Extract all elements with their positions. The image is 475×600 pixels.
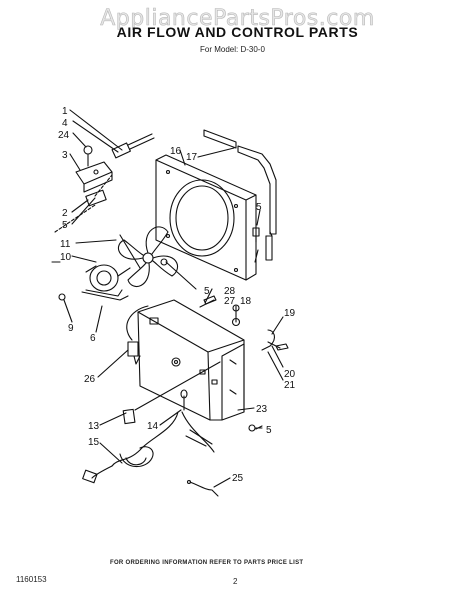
lower-electrical-parts <box>82 389 215 484</box>
fan-shroud-panel <box>155 154 257 281</box>
callout-9: 9 <box>68 323 74 334</box>
callout-13: 13 <box>88 421 100 432</box>
document-number: 1160153 <box>16 575 47 584</box>
callout-20: 20 <box>284 369 296 380</box>
callout-4: 4 <box>62 118 68 129</box>
page-title: AIR FLOW AND CONTROL PARTS <box>116 24 359 40</box>
callout-23: 23 <box>256 404 268 415</box>
main-bracket <box>137 299 245 421</box>
model-subtitle: For Model: D-30-0 <box>200 45 265 54</box>
callout-6: 6 <box>90 333 96 344</box>
callout-19: 19 <box>284 308 296 319</box>
callout-26: 26 <box>84 374 96 385</box>
control-bracket <box>75 161 113 207</box>
callout-1: 1 <box>62 106 68 117</box>
callout-16: 16 <box>170 146 182 157</box>
callout-5-fan: 5 <box>204 286 210 297</box>
shaft-coupling-assembly <box>83 133 155 167</box>
callout-15: 15 <box>88 437 100 448</box>
fan-blade <box>118 226 178 288</box>
page-number: 2 <box>233 577 238 586</box>
callout-10: 10 <box>60 252 72 263</box>
watermark: AppliancePartsPros.com <box>100 6 375 32</box>
callout-5-shroud: 5 <box>256 202 262 213</box>
screws-right <box>160 227 260 327</box>
callout-25: 25 <box>232 473 244 484</box>
seal-strips <box>203 129 277 261</box>
bracket-hardware <box>203 295 289 351</box>
callout-21: 21 <box>284 380 296 391</box>
fan-motor <box>51 261 131 301</box>
callout-2: 2 <box>62 208 68 219</box>
lower-hardware <box>186 424 263 497</box>
wire-harness <box>126 305 149 365</box>
callout-27: 27 <box>224 296 236 307</box>
callout-14: 14 <box>147 421 159 432</box>
callout-5-upper-left: 5 <box>62 220 68 231</box>
callout-17: 17 <box>186 152 198 163</box>
ordering-note: FOR ORDERING INFORMATION REFER TO PARTS … <box>110 560 304 566</box>
callout-24: 24 <box>58 130 70 141</box>
callout-5-lower: 5 <box>266 425 272 436</box>
callout-11: 11 <box>60 239 71 250</box>
callout-18: 18 <box>240 296 252 307</box>
callout-3: 3 <box>62 150 68 161</box>
callout-28: 28 <box>224 286 236 297</box>
callout-numbers: 1 4 24 3 2 5 11 10 9 6 16 17 5 5 28 27 1… <box>58 106 296 484</box>
